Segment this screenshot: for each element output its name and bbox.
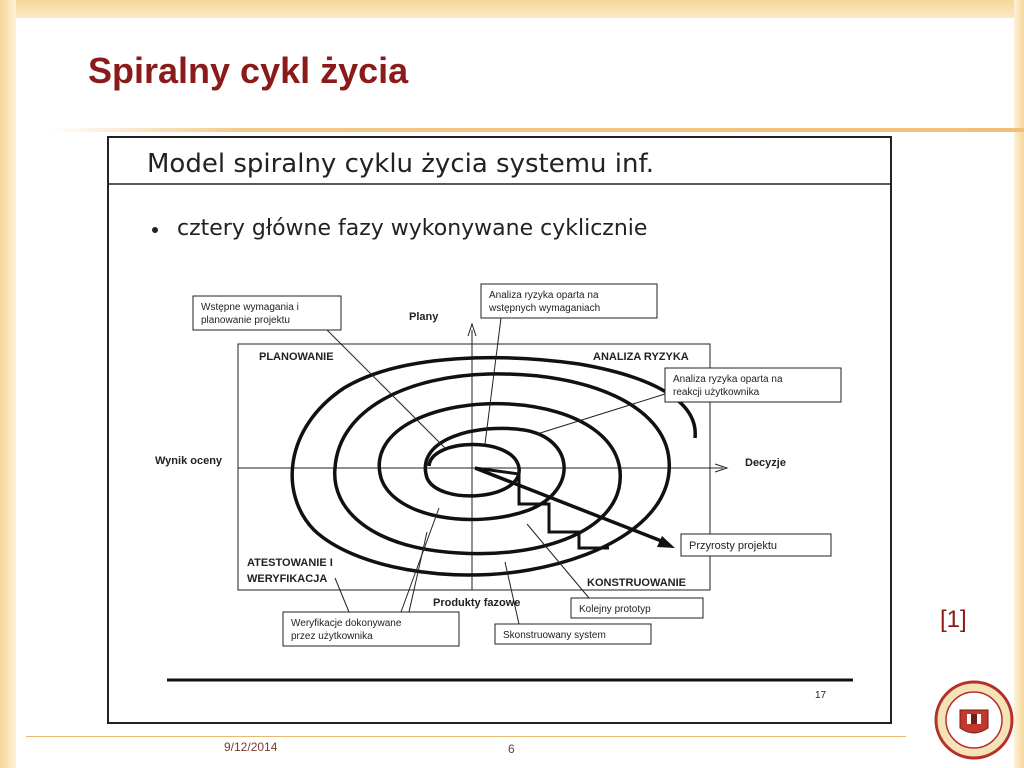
right-frame-band — [1014, 0, 1024, 768]
quadrant-verification-line2: WERYFIKACJA — [247, 573, 327, 585]
slide-title: Spiralny cykl życia — [88, 50, 409, 91]
title-divider — [48, 128, 1024, 132]
callout-risk-initial — [480, 283, 658, 319]
callout-initial-requirements-line1: Wstępne wymagania i — [201, 302, 299, 313]
reference-marker: [1] — [940, 606, 967, 633]
callout-next-prototype-label: Kolejny prototyp — [579, 604, 651, 615]
bullet-dot — [152, 227, 158, 233]
prototype-steps — [474, 466, 609, 550]
callout-risk-user-line2: reakcji użytkownika — [673, 387, 760, 398]
callout-verification-leader-1 — [400, 507, 440, 613]
callout-increments — [680, 533, 832, 557]
increments-arrowhead — [657, 536, 675, 548]
callout-risk-initial-leader — [484, 317, 502, 445]
axis-label-assessment: Wynik oceny — [155, 455, 223, 467]
university-seal-logo — [934, 680, 1014, 760]
quadrant-verification-line1: ATESTOWANIE I — [247, 557, 333, 569]
callout-next-prototype — [570, 597, 704, 619]
callout-requirements-leader — [326, 329, 446, 449]
vertical-axis-arrow — [467, 322, 477, 337]
spiral-curve — [290, 355, 697, 577]
callout-user-verification-line1: Weryfikacje dokonywane — [291, 618, 402, 629]
callout-risk-initial-line1: Analiza ryzyka oparta na — [489, 290, 599, 301]
footer-date: 9/12/2014 — [224, 740, 278, 754]
top-frame-band — [0, 0, 1024, 18]
axis-label-phase-products: Produkty fazowe — [433, 597, 520, 609]
footer-page-number: 6 — [508, 742, 515, 756]
callout-risk-user-line1: Analiza ryzyka oparta na — [673, 374, 783, 385]
embedded-slide: Model spiralny cyklu życia systemu inf. … — [107, 136, 892, 724]
quadrant-construction: KONSTRUOWANIE — [587, 577, 686, 589]
callout-built-system-label: Skonstruowany system — [503, 630, 606, 641]
callout-initial-requirements-line2: planowanie projektu — [201, 315, 290, 326]
callout-initial-requirements — [192, 295, 342, 331]
axis-label-plans: Plany — [409, 311, 439, 323]
quadrant-frame — [237, 343, 711, 591]
axis-label-decisions: Decyzje — [745, 457, 786, 469]
increments-arrow-line — [474, 466, 665, 544]
inner-heading: Model spiralny cyklu życia systemu inf. — [147, 149, 654, 179]
callout-increments-label: Przyrosty projektu — [689, 540, 777, 552]
callout-risk-user-leader — [536, 393, 666, 435]
left-frame-band — [0, 0, 16, 768]
callout-user-verification-line2: przez użytkownika — [291, 631, 373, 642]
quadrant-risk-analysis: ANALIZA RYZYKA — [593, 351, 689, 363]
callout-verification-leader-2 — [408, 531, 428, 613]
callout-risk-initial-line2: wstępnych wymaganiach — [488, 303, 600, 314]
inner-page-number: 17 — [815, 690, 827, 701]
footer-divider — [26, 736, 906, 737]
spiral-diagram: Model spiralny cyklu życia systemu inf. … — [109, 149, 890, 701]
callout-built-system-leader — [504, 561, 520, 625]
callout-verification-leader-3 — [334, 577, 350, 613]
callout-risk-user — [664, 367, 842, 403]
callout-built-system — [494, 623, 652, 645]
horizontal-axis-arrow — [714, 463, 729, 473]
callout-prototype-leader — [526, 523, 590, 599]
quadrant-planning: PLANOWANIE — [259, 351, 334, 363]
callout-user-verification — [282, 611, 460, 647]
inner-bullet: cztery główne fazy wykonywane cyklicznie — [177, 216, 647, 241]
